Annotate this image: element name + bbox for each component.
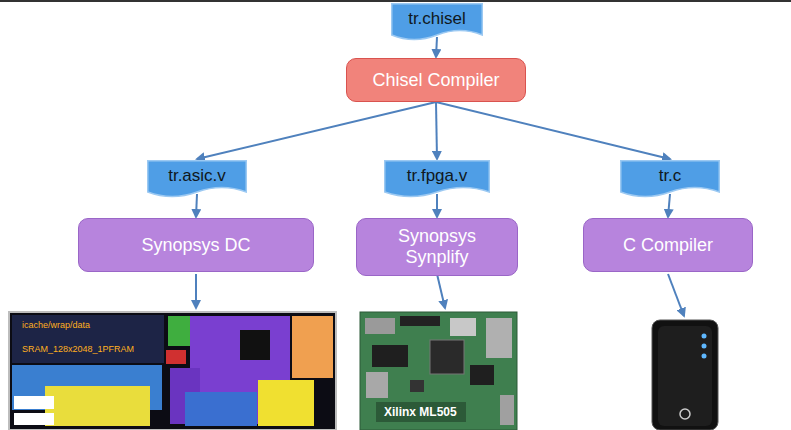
dark-region (240, 330, 270, 360)
box-label: tr.c (659, 166, 682, 186)
document-outline (148, 161, 247, 197)
block-name: icache/wrap/data (22, 320, 90, 330)
connector (366, 372, 388, 398)
flow-arrow (436, 194, 438, 217)
output-arrow (437, 274, 445, 308)
computer (652, 320, 718, 430)
blue-region (185, 392, 257, 426)
green-region (168, 316, 190, 346)
connector (450, 318, 476, 336)
fpga-chip (430, 340, 464, 374)
led (702, 344, 707, 349)
document-outline (392, 4, 483, 40)
led (702, 334, 707, 339)
sram-block (12, 315, 164, 363)
yellow-region (45, 386, 150, 426)
chip-layout (9, 312, 336, 430)
connector (400, 316, 440, 326)
compiler-box: Chisel Compiler (346, 58, 526, 102)
tool-box: C Compiler (583, 218, 753, 272)
flow-arrow (196, 194, 197, 217)
tower (652, 320, 718, 430)
flow-arrow (668, 194, 670, 217)
box-label: Synopsys Synplify (382, 226, 492, 267)
yellow-region (258, 380, 314, 426)
top-rule (0, 0, 791, 2)
logo (680, 409, 690, 419)
document-outline (621, 161, 720, 197)
connector (486, 318, 512, 358)
box-label: tr.chisel (408, 9, 466, 29)
tool-box: Synopsys Synplify (356, 218, 518, 276)
box-label: tr.asic.v (168, 166, 226, 186)
chip (372, 345, 408, 367)
block-name: SRAM_128x2048_1PFRAM (22, 344, 134, 354)
chip (410, 380, 424, 392)
pcb (360, 312, 517, 430)
box-label: Synopsys DC (141, 235, 250, 256)
label-ground (376, 402, 466, 422)
orange-region (292, 316, 333, 378)
output-arrow (195, 274, 197, 308)
led (702, 354, 707, 359)
file-box: tr.fpga.v (384, 160, 490, 200)
flow-arrow (197, 102, 436, 159)
pad-box (14, 396, 54, 409)
chip-frame (9, 312, 336, 430)
file-box: tr.asic.v (147, 160, 247, 200)
tool-box: Synopsys DC (78, 218, 314, 272)
file-box: tr.chisel (391, 3, 483, 43)
pad-box (14, 413, 54, 425)
box-label: C Compiler (623, 235, 713, 256)
flow-arrow (436, 37, 437, 57)
flow-arrow (436, 102, 437, 159)
box-label: tr.fpga.v (407, 166, 467, 186)
connector (365, 318, 395, 334)
output-arrow (668, 274, 684, 316)
chip (470, 365, 494, 385)
file-box: tr.c (620, 160, 720, 200)
board-name: Xilinx ML505 (384, 405, 457, 419)
connector (500, 395, 514, 425)
document-outline (385, 161, 490, 197)
tower-front (658, 326, 712, 426)
red-region (166, 350, 186, 364)
fpga-board (360, 312, 517, 430)
box-label: Chisel Compiler (372, 70, 499, 91)
flow-arrow (436, 102, 670, 159)
